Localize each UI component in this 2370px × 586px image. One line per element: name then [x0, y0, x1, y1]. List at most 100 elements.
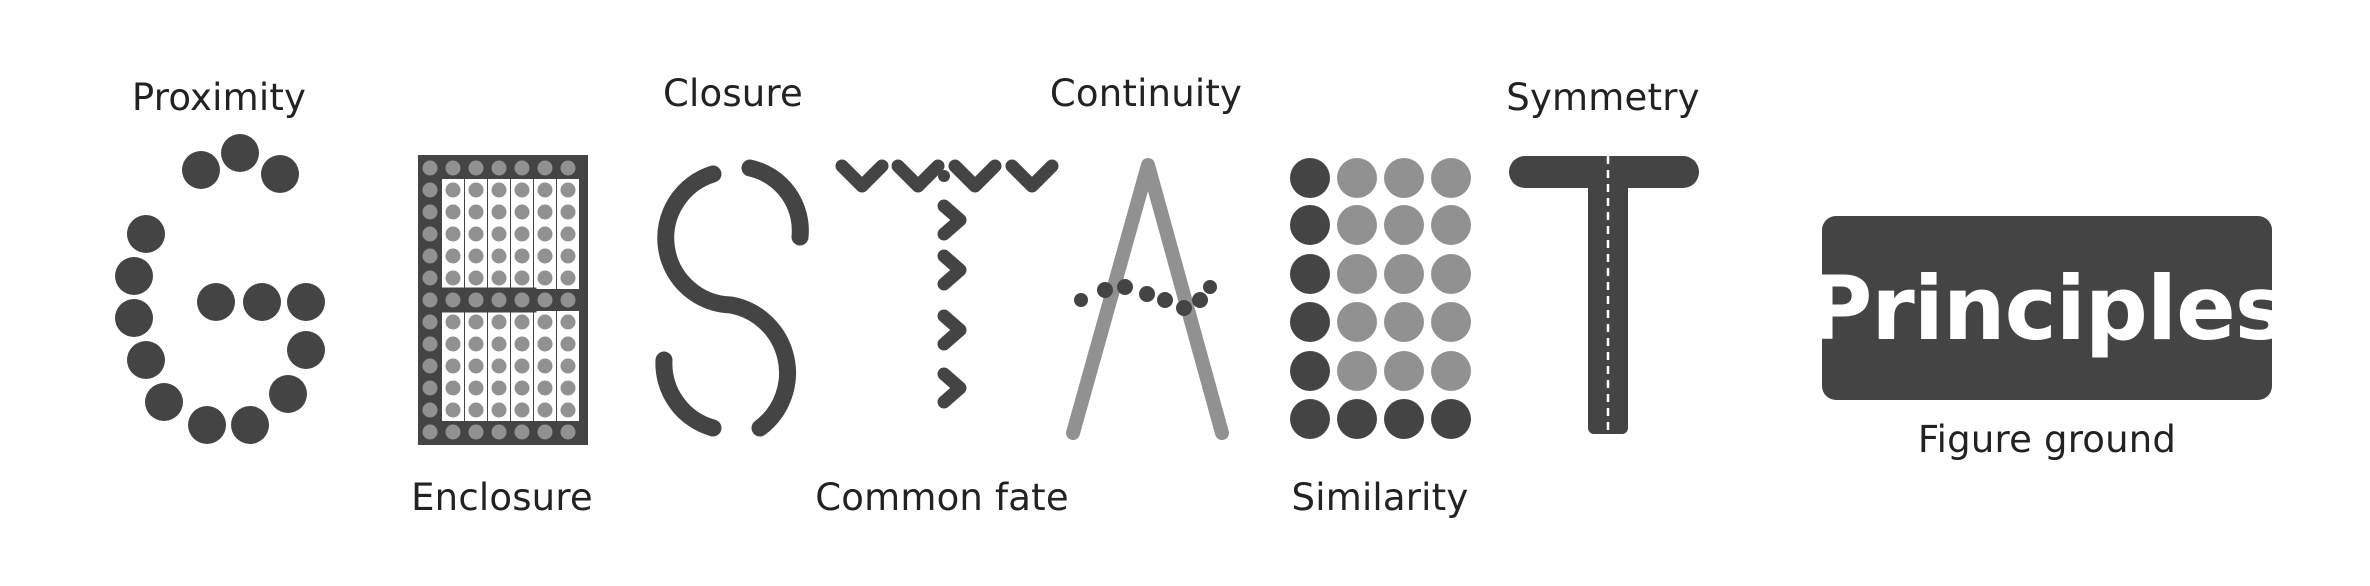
chevron-end-dot [938, 396, 950, 408]
proximity-dot [182, 151, 220, 189]
enclosure-dot [422, 402, 438, 418]
enclosure-dot [514, 380, 530, 396]
enclosure-dot [560, 314, 576, 330]
enclosure-dot [560, 380, 576, 396]
enclosure-dot [491, 270, 507, 286]
enclosure-dot [445, 226, 461, 242]
proximity-dot [127, 215, 165, 253]
enclosure-dot [468, 204, 484, 220]
figure-ground-word: Principles [1807, 256, 2287, 360]
enclosure-dot [514, 160, 530, 176]
enclosure-dot [514, 292, 530, 308]
enclosure-dot [560, 182, 576, 198]
enclosure-dot [537, 248, 553, 264]
enclosure-dot [491, 182, 507, 198]
enclosure-dot [422, 314, 438, 330]
enclosure-dot [445, 182, 461, 198]
enclosure-dot [537, 424, 553, 440]
enclosure-dot [468, 424, 484, 440]
enclosure-dot [514, 248, 530, 264]
enclosure-dot [445, 292, 461, 308]
enclosure-dot [537, 292, 553, 308]
down-chevron [835, 159, 889, 193]
continuity-dot [1192, 292, 1208, 308]
right-chevron [937, 309, 967, 351]
continuity-dot [1074, 293, 1088, 307]
similarity-dark-dot [1290, 302, 1330, 342]
enclosure-dot [514, 226, 530, 242]
enclosure-dot [537, 380, 553, 396]
enclosure-dot [514, 358, 530, 374]
enclosure-dot [560, 336, 576, 352]
enclosure-dot [560, 292, 576, 308]
similarity-light-dot [1431, 158, 1471, 198]
enclosure-dot [445, 314, 461, 330]
figure-ground-label: Figure ground [1917, 418, 2177, 461]
enclosure-dot [445, 204, 461, 220]
enclosure-dot [445, 358, 461, 374]
chevron-end-dot [938, 170, 950, 182]
enclosure-dot [560, 226, 576, 242]
enclosure-dot [514, 402, 530, 418]
enclosure-dot [445, 336, 461, 352]
continuity-label: Continuity [1049, 72, 1243, 115]
enclosure-dot [491, 424, 507, 440]
enclosure-dot [468, 182, 484, 198]
enclosure-dot [560, 204, 576, 220]
similarity-dark-dot [1290, 254, 1330, 294]
proximity-dot [287, 283, 325, 321]
similarity-dark-dot [1384, 399, 1424, 439]
right-chevron [937, 249, 967, 291]
enclosure-dot [537, 358, 553, 374]
enclosure-dot [422, 358, 438, 374]
enclosure-dot [560, 358, 576, 374]
continuity-letter-a [1066, 158, 1229, 440]
continuity-a-strokes [1066, 158, 1229, 440]
enclosure-dot [422, 336, 438, 352]
enclosure-dot [468, 292, 484, 308]
enclosure-dot [468, 402, 484, 418]
enclosure-dot [468, 314, 484, 330]
proximity-dot [231, 406, 269, 444]
continuity-dot [1097, 282, 1113, 298]
enclosure-dot [491, 358, 507, 374]
enclosure-dot [468, 270, 484, 286]
similarity-label: Similarity [1291, 476, 1469, 519]
enclosure-dot [422, 424, 438, 440]
enclosure-dot [514, 204, 530, 220]
enclosure-dot [491, 204, 507, 220]
enclosure-letter-e [418, 155, 588, 445]
enclosure-dot [422, 380, 438, 396]
enclosure-dot [514, 336, 530, 352]
proximity-dot [243, 283, 281, 321]
enclosure-dot [491, 292, 507, 308]
proximity-dot [115, 299, 153, 337]
enclosure-dot [445, 424, 461, 440]
enclosure-dot [422, 182, 438, 198]
enclosure-dot [537, 226, 553, 242]
enclosure-dot [514, 270, 530, 286]
enclosure-dot [491, 248, 507, 264]
continuity-dot [1117, 279, 1133, 295]
similarity-light-dot [1337, 205, 1377, 245]
enclosure-dot [445, 270, 461, 286]
similarity-light-dot [1431, 351, 1471, 391]
enclosure-dot [514, 424, 530, 440]
symmetry-label: Symmetry [1506, 76, 1700, 119]
similarity-letter-l [1290, 158, 1471, 439]
enclosure-dot [491, 402, 507, 418]
continuity-dot [1203, 280, 1217, 294]
proximity-dot [197, 283, 235, 321]
enclosure-dot [422, 226, 438, 242]
similarity-dark-dot [1290, 158, 1330, 198]
enclosure-dot [491, 336, 507, 352]
enclosure-dot [491, 160, 507, 176]
enclosure-dot [537, 314, 553, 330]
figure-ground-box: Principles [1808, 216, 2287, 400]
similarity-light-dot [1384, 351, 1424, 391]
enclosure-dot [514, 182, 530, 198]
enclosure-dot [422, 292, 438, 308]
enclosure-dot [537, 270, 553, 286]
enclosure-dot [537, 402, 553, 418]
